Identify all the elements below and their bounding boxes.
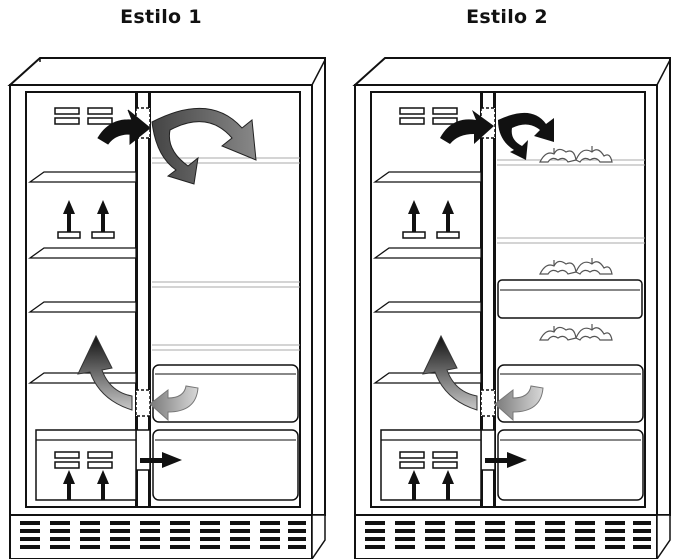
airflow-fresh-food-arrow [151,107,257,185]
crisper-drawer-upper [497,364,644,423]
grille-slats [365,521,651,549]
airflow-crisper-arrow [485,452,527,468]
style-1-title: Estilo 1 [120,6,202,28]
bottom-divider-vent [135,429,151,471]
airflow-fresh-food-arrow [498,112,554,160]
freezer-shelves [372,171,482,384]
freezer-top-vents [54,107,113,125]
up-arrow-icon [63,200,109,500]
freezer-shelves [27,171,137,384]
meat-drawer [497,279,643,319]
bottom-divider-vent [480,429,496,471]
airflow-top-arrow [440,110,494,144]
crisper-drawer-lower [497,429,644,501]
crisper-drawer-lower [152,429,299,501]
airflow-return-up-arrow [422,334,478,411]
cold-air-puff-icon [539,146,613,341]
fridge-style-1 [7,57,326,559]
airflow-top-arrow [97,109,151,146]
up-arrow-icon [408,200,454,500]
grille-slats [20,521,306,549]
middle-divider-vent [480,389,496,417]
airflow-return-side-arrow [494,385,544,422]
fridge-style-2 [352,57,671,559]
freezer-bottom-vents [399,451,458,469]
style-2-title: Estilo 2 [466,6,548,28]
middle-divider-vent [135,389,151,417]
airflow-crisper-arrow [140,452,182,468]
freezer-drawer [35,429,137,501]
airflow-return-up-arrow [77,334,133,411]
freezer-bottom-vents [54,451,113,469]
freezer-top-vents [399,107,458,125]
airflow-return-side-arrow [149,385,199,422]
freezer-drawer [380,429,482,501]
crisper-drawer-upper [152,364,299,423]
